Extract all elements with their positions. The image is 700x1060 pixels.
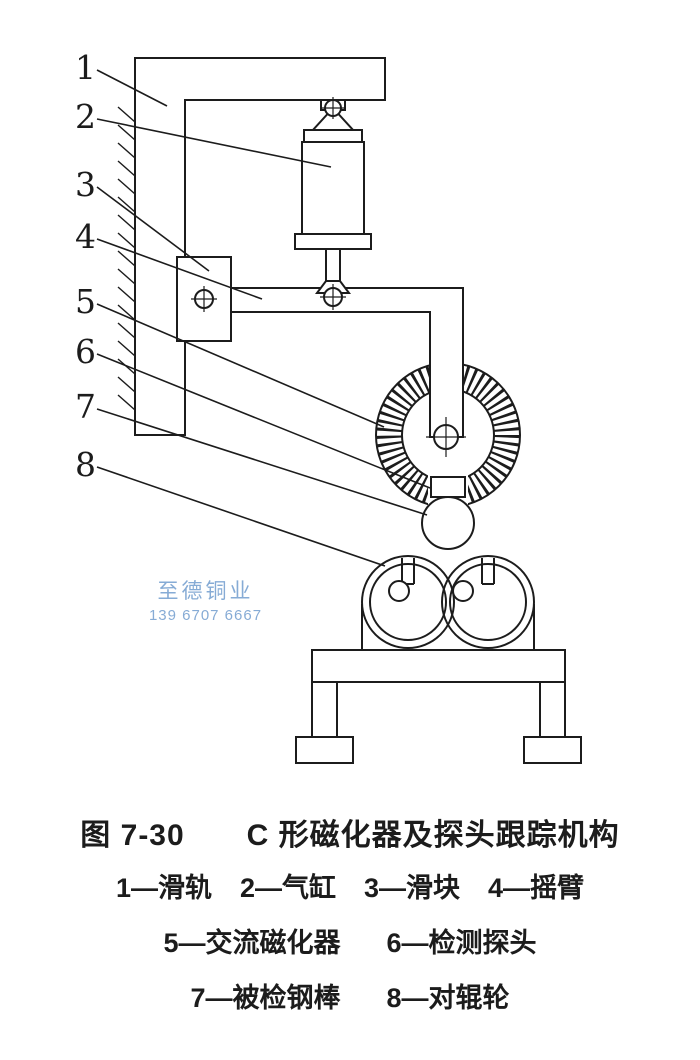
air-cylinder [294,97,372,310]
left-axle-hole [388,580,410,602]
legend-row-3: 7—被检钢棒 8—对辊轮 [0,976,700,1015]
stand-frame [295,649,582,764]
part-number-8: 8 [75,445,96,484]
part-number-labels: 1 2 3 4 5 6 7 8 [75,48,96,484]
right-leg [539,681,566,738]
figure-caption-title: 图 7-30 C 形磁化器及探头跟踪机构 [80,819,620,852]
left-foot [295,736,354,764]
legend-item: 3—滑块 [364,873,461,903]
slider-block [176,256,232,342]
detection-probe [430,476,466,498]
part-number-1: 1 [75,48,96,87]
right-axle-hole [452,580,474,602]
right-roller [441,555,535,649]
cylinder-body [301,141,365,235]
part-number-2: 2 [75,97,96,136]
right-foot [523,736,582,764]
legend-item: 6—检测探头 [386,928,537,958]
legend-item: 7—被检钢棒 [190,983,341,1013]
steel-rod [421,496,475,550]
watermark-phone: 139 6707 6667 [148,607,263,624]
watermark: 至德铜业 139 6707 6667 [128,575,283,624]
legend-item: 5—交流磁化器 [163,928,341,958]
left-roller [361,555,455,649]
part-number-4: 4 [75,217,96,256]
piston-rod [325,248,341,284]
slide-rail [134,57,386,436]
part-number-3: 3 [75,165,96,204]
wall-hatch-lines [117,106,136,411]
arm-hub-pivot [426,417,466,457]
legend-item: 4—摇臂 [488,873,585,903]
roller-pair [361,555,535,650]
watermark-name: 至德铜业 [157,580,254,603]
legend-item: 1—滑轨 [115,873,212,903]
part-number-5: 5 [75,282,96,321]
legend-row-1: 1—滑轨 2—气缸 3—滑块 4—摇臂 [0,866,700,905]
leader-lines [96,69,431,567]
left-leg [311,681,338,738]
cylinder-flange [294,233,372,250]
part-number-7: 7 [75,387,96,426]
stand-beam [311,649,566,683]
legend-item: 8—对辊轮 [386,983,510,1013]
cylinder-top-cap [303,129,363,143]
legend-row-2: 5—交流磁化器 6—检测探头 [0,921,700,960]
legend-item: 2—气缸 [239,873,336,903]
figure-diagram: 1 2 3 4 5 6 7 8 [75,48,582,764]
part-number-6: 6 [75,332,96,371]
